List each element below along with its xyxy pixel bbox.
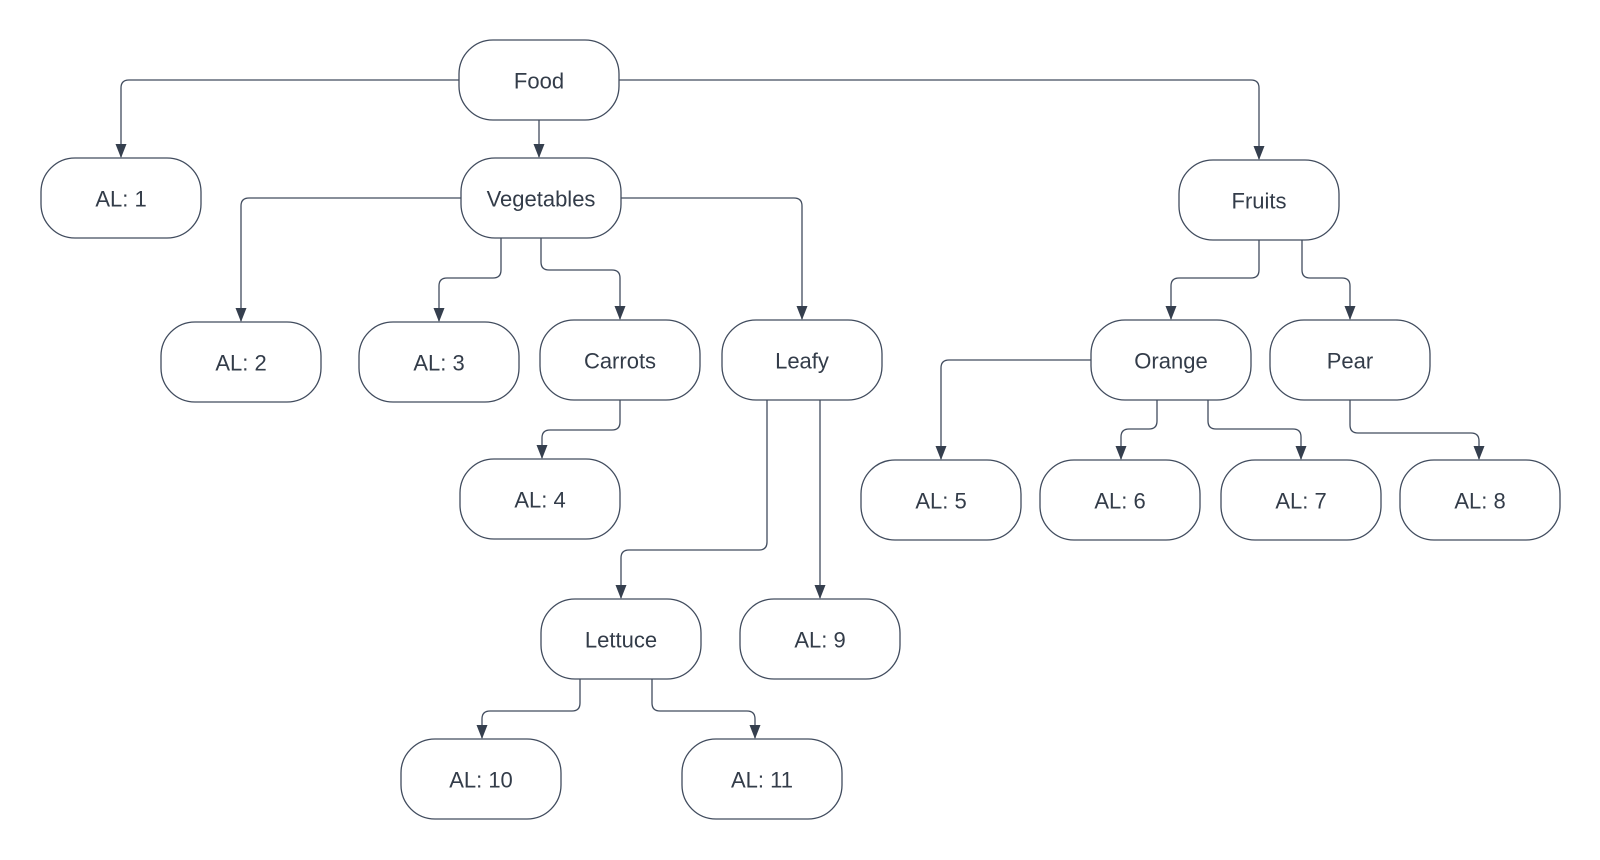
node-fruits-label: Fruits: [1232, 189, 1287, 214]
edge-vegetables-carrots: [540, 238, 626, 320]
node-al7[interactable]: AL: 7: [1220, 459, 1382, 541]
node-al9[interactable]: AL: 9: [739, 598, 901, 680]
edge-pear-al8: [1349, 400, 1485, 460]
node-orange[interactable]: Orange: [1090, 319, 1252, 401]
edge-orange-al6: [1115, 400, 1158, 460]
node-lettuce-label: Lettuce: [585, 628, 657, 653]
edge-orange-al5: [935, 359, 1091, 460]
node-al10-box[interactable]: [400, 738, 562, 820]
node-al9-label: AL: 9: [794, 628, 845, 653]
node-carrots-label: Carrots: [584, 349, 656, 374]
node-al9-box[interactable]: [739, 598, 901, 680]
node-pear[interactable]: Pear: [1269, 319, 1431, 401]
node-al2-box[interactable]: [160, 321, 322, 403]
node-carrots-box[interactable]: [539, 319, 701, 401]
node-al1[interactable]: AL: 1: [40, 157, 202, 239]
node-al3-label: AL: 3: [413, 351, 464, 376]
node-al11[interactable]: AL: 11: [681, 738, 843, 820]
node-vegetables-label: Vegetables: [487, 187, 596, 212]
node-al8[interactable]: AL: 8: [1399, 459, 1561, 541]
node-al10[interactable]: AL: 10: [400, 738, 562, 820]
node-food-box[interactable]: [458, 39, 620, 121]
node-al6-box[interactable]: [1039, 459, 1201, 541]
node-al2[interactable]: AL: 2: [160, 321, 322, 403]
node-fruits[interactable]: Fruits: [1178, 159, 1340, 241]
node-vegetables[interactable]: Vegetables: [460, 157, 622, 239]
node-al11-label: AL: 11: [731, 768, 793, 793]
node-vegetables-box[interactable]: [460, 157, 622, 239]
node-al8-label: AL: 8: [1454, 489, 1505, 514]
edge-lettuce-al10: [476, 679, 581, 739]
node-carrots[interactable]: Carrots: [539, 319, 701, 401]
node-al4-label: AL: 4: [514, 488, 565, 513]
node-al5-box[interactable]: [860, 459, 1022, 541]
node-orange-label: Orange: [1134, 349, 1207, 374]
node-al1-label: AL: 1: [95, 187, 146, 212]
node-al6-label: AL: 6: [1094, 489, 1145, 514]
node-al3-box[interactable]: [358, 321, 520, 403]
node-leafy[interactable]: Leafy: [721, 319, 883, 401]
edge-lettuce-al11: [651, 679, 761, 739]
node-food[interactable]: Food: [458, 39, 620, 121]
node-al2-label: AL: 2: [215, 351, 266, 376]
edge-fruits-pear: [1301, 240, 1356, 320]
node-fruits-box[interactable]: [1178, 159, 1340, 241]
node-al1-box[interactable]: [40, 157, 202, 239]
edge-vegetables-al2: [235, 197, 461, 322]
node-al7-label: AL: 7: [1275, 489, 1326, 514]
node-pear-box[interactable]: [1269, 319, 1431, 401]
node-leafy-label: Leafy: [775, 349, 829, 374]
node-al3[interactable]: AL: 3: [358, 321, 520, 403]
edge-vegetables-al3: [433, 238, 502, 322]
node-leafy-box[interactable]: [721, 319, 883, 401]
node-al7-box[interactable]: [1220, 459, 1382, 541]
node-al10-label: AL: 10: [449, 768, 513, 793]
node-al4[interactable]: AL: 4: [459, 458, 621, 540]
node-al5[interactable]: AL: 5: [860, 459, 1022, 541]
node-al11-box[interactable]: [681, 738, 843, 820]
node-food-label: Food: [514, 69, 564, 94]
edge-vegetables-leafy: [621, 197, 808, 320]
edge-fruits-orange: [1165, 240, 1260, 320]
node-al6[interactable]: AL: 6: [1039, 459, 1201, 541]
node-lettuce[interactable]: Lettuce: [540, 598, 702, 680]
edge-food-al1: [115, 79, 459, 158]
edge-food-fruits: [619, 79, 1265, 160]
node-lettuce-box[interactable]: [540, 598, 702, 680]
edge-orange-al7: [1207, 400, 1307, 460]
node-al5-label: AL: 5: [915, 489, 966, 514]
edge-leafy-lettuce: [615, 400, 768, 599]
edge-carrots-al4: [536, 400, 621, 459]
node-pear-label: Pear: [1327, 349, 1373, 374]
node-orange-box[interactable]: [1090, 319, 1252, 401]
node-al4-box[interactable]: [459, 458, 621, 540]
node-al8-box[interactable]: [1399, 459, 1561, 541]
